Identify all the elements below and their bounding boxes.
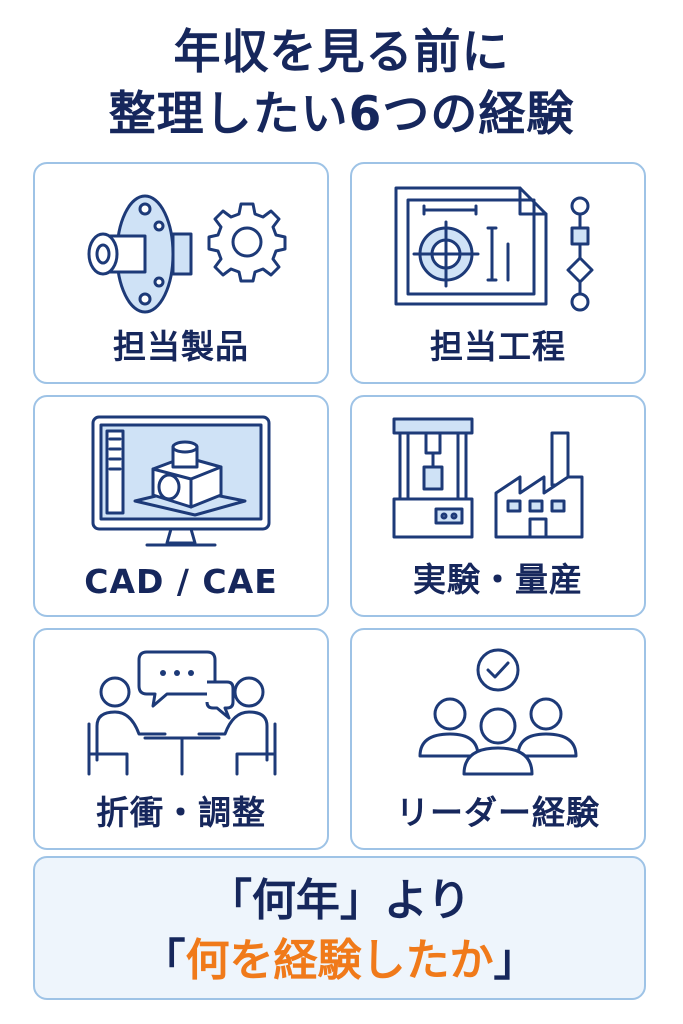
card-label: 担当工程 bbox=[430, 327, 566, 366]
footer-line-1: 「何年」より bbox=[207, 875, 472, 926]
title-line-2: 整理したい6つの経験 bbox=[108, 87, 575, 142]
card-label: CAD / CAE bbox=[84, 562, 278, 601]
footer-line-2: 「何を経験したか」 bbox=[35, 934, 644, 988]
drawing-flowchart-icon bbox=[394, 186, 594, 312]
team-leader-icon bbox=[418, 648, 578, 776]
flange-gear-icon bbox=[87, 194, 287, 314]
page-title: 年収を見る前に 整理したい6つの経験 bbox=[0, 22, 683, 146]
card-label: 折衝・調整 bbox=[96, 793, 266, 832]
footer-close-bracket: 」 bbox=[493, 935, 538, 986]
card-leadership: リーダー経験 bbox=[350, 628, 646, 850]
meeting-icon bbox=[87, 650, 277, 776]
card-negotiation: 折衝・調整 bbox=[33, 628, 329, 850]
footer-accent-text: 何を経験したか bbox=[185, 935, 494, 986]
test-machine-factory-icon bbox=[392, 417, 584, 539]
card-label: リーダー経験 bbox=[396, 793, 600, 832]
cad-monitor-icon bbox=[91, 415, 271, 547]
card-label: 実験・量産 bbox=[413, 560, 583, 599]
card-processes: 担当工程 bbox=[350, 162, 646, 384]
card-testing-production: 実験・量産 bbox=[350, 395, 646, 617]
title-line-1: 年収を見る前に bbox=[173, 25, 510, 80]
card-cad-cae: CAD / CAE bbox=[33, 395, 329, 617]
footer-open-bracket: 「 bbox=[141, 935, 186, 986]
card-products: 担当製品 bbox=[33, 162, 329, 384]
card-label: 担当製品 bbox=[113, 327, 249, 366]
footer-message: 「何年」より 「何を経験したか」 bbox=[33, 856, 646, 1000]
